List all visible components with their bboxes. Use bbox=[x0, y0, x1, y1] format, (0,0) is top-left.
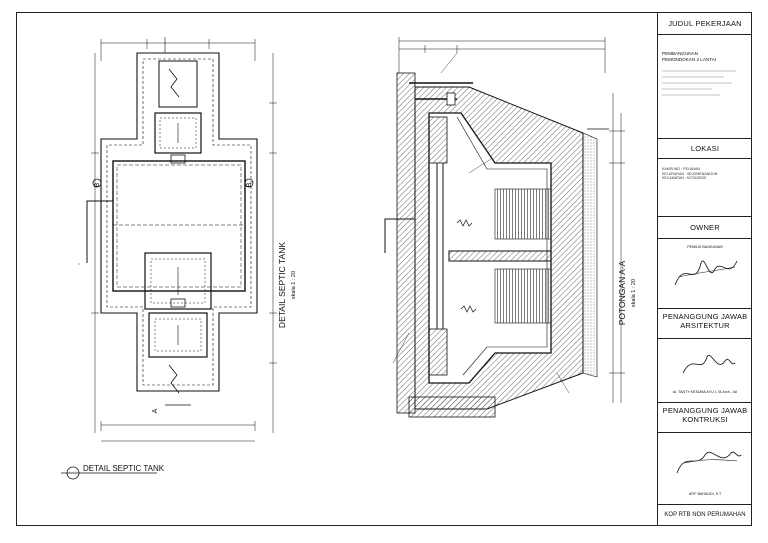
engineer-signature-box: AFIF BAHAUDI, S.T bbox=[658, 433, 752, 505]
kelurahan: KELURAHAN : SEJOMENANGUN bbox=[662, 171, 718, 176]
owner-signature bbox=[674, 260, 738, 286]
lokasi-header: LOKASI bbox=[658, 139, 752, 159]
kampung: KAMPUNG : PELANAN bbox=[662, 167, 700, 171]
lokasi-info: KAMPUNG : PELANAN KELURAHAN : SEJOMENANG… bbox=[658, 159, 752, 217]
cad-drawing: B B A DETAIL SEPTIC TANK skala 1 : 20 bbox=[61, 37, 637, 480]
architect-name: Ar. TANTY KESUMA AYU J, M.Arch., IAI bbox=[672, 390, 738, 394]
plan-scale: skala 1 : 20 bbox=[291, 271, 297, 299]
title-block: JUDUL PEKERJAAN PEMBANGUNAN PEMONDOKAN 2… bbox=[657, 13, 752, 525]
legend-title: DETAIL SEPTIC TANK bbox=[83, 464, 165, 473]
plan-title: DETAIL SEPTIC TANK bbox=[277, 242, 287, 328]
konstruksi-line-1: PENANGGUNG JAWAB bbox=[662, 406, 748, 415]
address-placeholder-lines bbox=[662, 70, 736, 96]
konstruksi-header: PENANGGUNG JAWAB KONTRUKSI bbox=[658, 403, 752, 433]
pemilik-label: PEMILIK BANGUNAN bbox=[687, 245, 723, 249]
arsitektur-line-2: ARSITEKTUR bbox=[680, 321, 730, 330]
owner-header: OWNER bbox=[658, 217, 752, 239]
project-line-2: PEMONDOKAN 2 LANTAI bbox=[662, 57, 717, 62]
section-mark-b-left: B bbox=[94, 182, 101, 187]
drawing-sheet: B B A DETAIL SEPTIC TANK skala 1 : 20 bbox=[16, 12, 752, 526]
plan-view bbox=[78, 37, 277, 442]
section-scale: skala 1 : 20 bbox=[631, 279, 637, 307]
judul-header: JUDUL PEKERJAAN bbox=[658, 13, 752, 35]
legend bbox=[61, 466, 157, 480]
arsitektur-header: PENANGGUNG JAWAB ARSITEKTUR bbox=[658, 309, 752, 339]
project-info: PEMBANGUNAN PEMONDOKAN 2 LANTAI bbox=[658, 35, 752, 139]
konstruksi-line-2: KONTRUKSI bbox=[682, 415, 728, 424]
engineer-signature bbox=[676, 451, 742, 474]
engineer-name: AFIF BAHAUDI, S.T bbox=[688, 492, 722, 496]
footer-label: KOP RTB NON PERUMAHAN bbox=[664, 512, 746, 518]
section-view bbox=[384, 37, 625, 418]
section-title: POTONGAN A-A bbox=[617, 260, 627, 325]
owner-signature-box: PEMILIK BANGUNAN bbox=[658, 239, 752, 309]
section-mark-b-right: B bbox=[246, 182, 253, 187]
architect-signature bbox=[682, 354, 736, 374]
architect-signature-box: Ar. TANTY KESUMA AYU J, M.Arch., IAI bbox=[658, 339, 752, 403]
section-mark-a: A bbox=[152, 408, 159, 413]
arsitektur-line-1: PENANGGUNG JAWAB bbox=[662, 312, 748, 321]
project-line-1: PEMBANGUNAN bbox=[662, 51, 698, 56]
drawing-area: B B A DETAIL SEPTIC TANK skala 1 : 20 bbox=[17, 13, 657, 525]
kecamatan: KECAMATAN : KOTAGEDE bbox=[662, 176, 707, 181]
